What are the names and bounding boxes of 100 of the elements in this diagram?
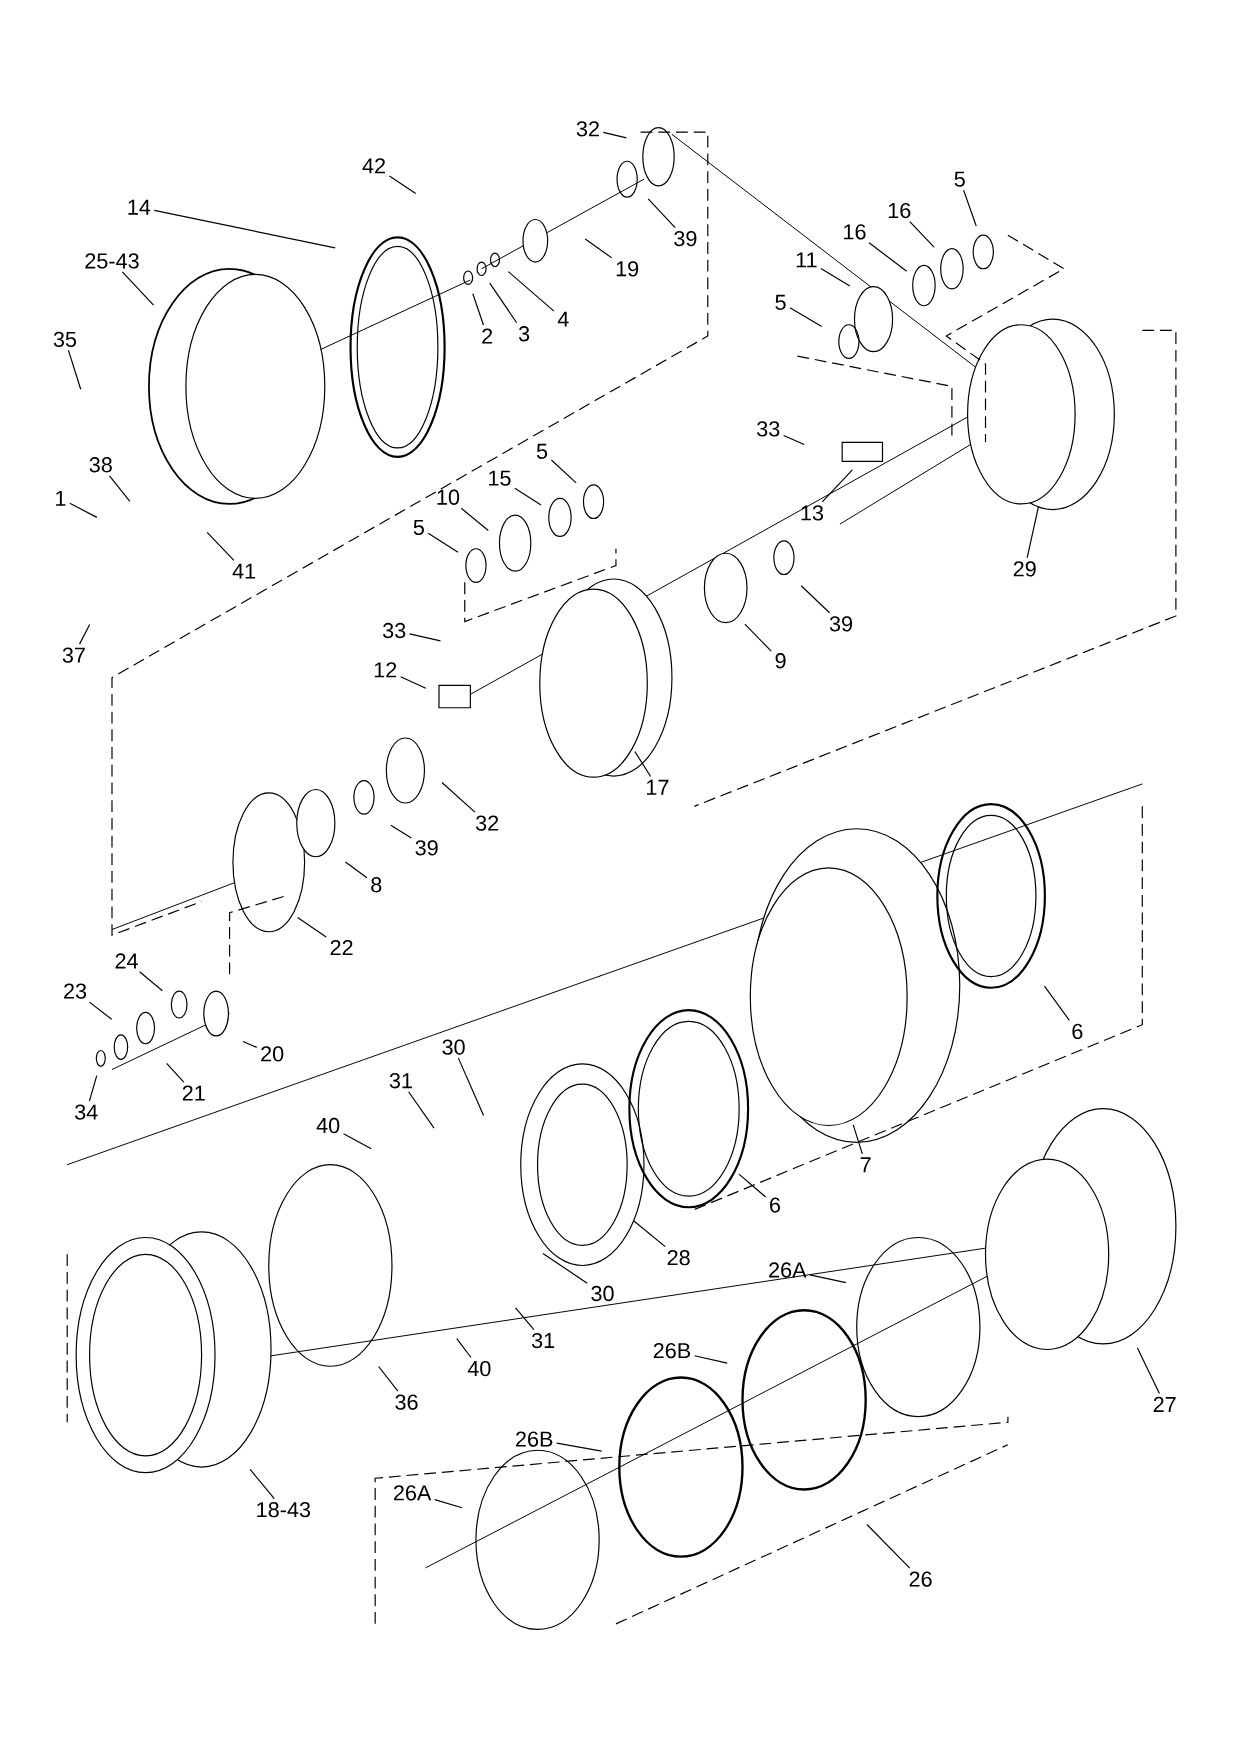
leader-line [378,1365,399,1392]
callout-number: 1 [56,490,66,506]
callout-number: 26B [516,1431,553,1447]
leader-line [69,502,98,518]
callout-number: 38 [89,457,112,473]
leader-line [550,459,577,484]
leader-line [457,1057,485,1117]
callout-number: 26B [653,1342,691,1359]
callout-number: 23 [64,983,87,999]
leader-line [408,1091,435,1129]
callout-number: 36 [395,1394,418,1410]
leader-line [909,220,935,248]
leader-line [456,1338,472,1359]
leader-line [556,1442,603,1452]
callout-number: 39 [415,840,438,856]
callout-number: 33 [757,421,780,437]
callout-number: 9 [775,653,786,669]
callout-number: 27 [1153,1396,1176,1412]
callout-number: 30 [591,1285,614,1302]
callout-number: 19 [616,261,639,277]
callout-number: 4 [557,311,569,327]
leader-line [249,1468,275,1500]
leader-line [868,242,908,272]
callout-number: 8 [371,877,382,893]
leader-line [584,238,613,259]
leader-line [821,469,853,503]
leader-line [866,1523,911,1569]
leader-line [852,1124,863,1155]
callout-number: 6 [770,1197,781,1213]
callout-number: 3 [518,326,530,342]
leader-line [242,1041,258,1048]
leader-line [297,916,327,938]
callout-number: 6 [1072,1023,1083,1040]
callout-number: 5 [954,171,965,187]
leader-line [633,1220,666,1248]
callout-number: 26 [909,1571,932,1587]
leader-line [344,861,368,879]
callout-number: 39 [829,616,853,632]
leader-line [489,282,518,324]
callout-number: 31 [531,1332,555,1349]
callout-number: 10 [437,489,460,505]
callout-number: 22 [330,939,353,955]
leader-line [1136,1347,1161,1395]
callout-number: 40 [316,1117,340,1134]
callout-number: 12 [374,662,397,678]
callout-number: 32 [475,815,499,831]
leader-line [166,1062,185,1083]
callout-number: 24 [115,953,138,969]
callout-number: 17 [647,779,669,795]
leader-line [460,507,489,532]
callout-number: 33 [383,622,406,639]
callout-number: 28 [667,1250,690,1266]
leader-line [427,532,459,553]
leader-line [108,475,131,503]
leader-line [634,750,652,778]
leader-line [206,531,235,561]
leader-line [400,676,427,689]
leader-line [78,623,91,645]
callout-number: 11 [796,252,817,268]
leader-line [409,633,442,642]
callout-number: 20 [261,1046,284,1062]
leader-line [88,1001,113,1020]
leader-line [434,1499,463,1509]
leader-line [121,271,155,306]
callout-number: 32 [576,121,599,137]
leader-line [647,198,676,229]
leader-line [390,824,412,839]
callout-number: 14 [128,199,151,215]
leader-line [388,175,417,195]
leader-line [342,1133,372,1150]
callout-number: 41 [232,563,256,579]
callout-number: 5 [775,294,786,310]
callout-number: 30 [442,1039,465,1055]
leader-line [809,1274,847,1284]
callout-number: 26A [393,1485,432,1501]
callout-number: 29 [1013,561,1036,577]
callout-number: 5 [413,519,424,536]
callout-number: 40 [467,1360,491,1377]
callout-number: 26A [769,1262,807,1278]
leader-line [1026,506,1039,559]
leader-line [789,307,823,327]
leader-line [963,189,977,227]
callout-number: 2 [482,328,493,344]
callout-number: 15 [489,470,511,486]
leader-line [783,435,805,446]
callout-number: 16 [844,224,866,240]
leader-line [820,267,851,287]
callout-number: 16 [888,202,911,219]
leader-line [139,971,163,992]
callout-number: 25-43 [85,253,139,269]
callout-number: 13 [801,505,824,521]
leader-line [441,781,476,813]
leader-line [602,131,628,139]
callout-number: 35 [53,331,77,347]
leader-line [514,487,542,506]
leader-line [153,209,336,249]
leader-line [694,1355,728,1364]
leader-line [744,623,772,652]
leader-line [542,1252,588,1284]
callout-number: 34 [75,1104,98,1120]
